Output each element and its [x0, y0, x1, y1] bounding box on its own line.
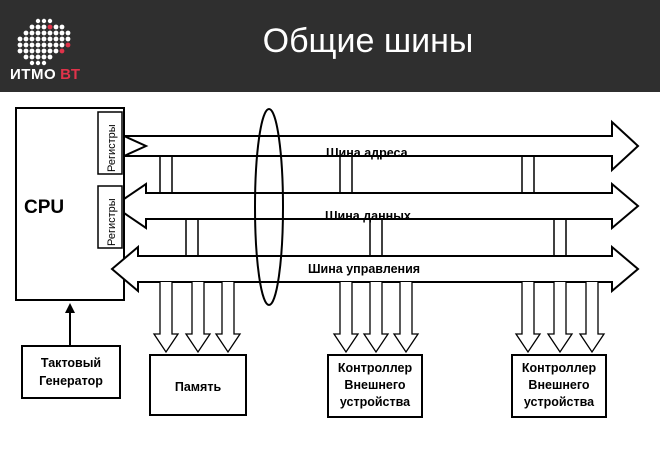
register-label-2: Регистры	[106, 198, 118, 246]
control-bus-arrow	[110, 244, 640, 294]
controller1-label-2: Внешнего	[344, 378, 405, 392]
register-box-2	[97, 185, 123, 249]
data-bus-label: Шина данных	[325, 209, 411, 223]
page-title: Общие шины	[262, 22, 474, 60]
controller1-label-3: устройства	[340, 395, 411, 409]
clock-generator-label-2: Генератор	[39, 374, 103, 388]
controller2-label-1: Контроллер	[522, 361, 597, 375]
memory-label: Память	[175, 380, 222, 394]
register-box-1	[97, 111, 123, 175]
memory-box	[149, 354, 247, 416]
controller2-box	[511, 354, 607, 418]
controller2-label-3: устройства	[524, 395, 595, 409]
clock-generator-box	[21, 345, 121, 399]
itmo-logo-icon	[17, 18, 71, 66]
bus-connectors	[159, 156, 567, 256]
controller1-label-1: Контроллер	[338, 361, 413, 375]
memory-down-arrows	[152, 282, 242, 354]
controller1-box	[327, 354, 423, 418]
address-bus-arrow	[123, 119, 640, 173]
controller1-down-arrows	[332, 282, 420, 354]
bus-diagram: CPU Регистры Регистры Шина адреса Шина д…	[15, 107, 640, 418]
clock-generator-label-1: Тактовый	[41, 356, 101, 370]
bus-group-ellipse	[254, 108, 284, 306]
logo-text-accent: ВТ	[60, 66, 81, 83]
data-bus-arrow	[123, 181, 640, 231]
controller2-down-arrows	[514, 282, 606, 354]
register-label-1: Регистры	[106, 124, 118, 172]
cpu-label: CPU	[24, 197, 64, 218]
controller2-label-2: Внешнего	[528, 378, 589, 392]
address-bus-label: Шина адреса	[326, 146, 409, 160]
logo-text-main: ИТМО	[10, 66, 57, 83]
control-bus-label: Шина управления	[308, 262, 420, 276]
